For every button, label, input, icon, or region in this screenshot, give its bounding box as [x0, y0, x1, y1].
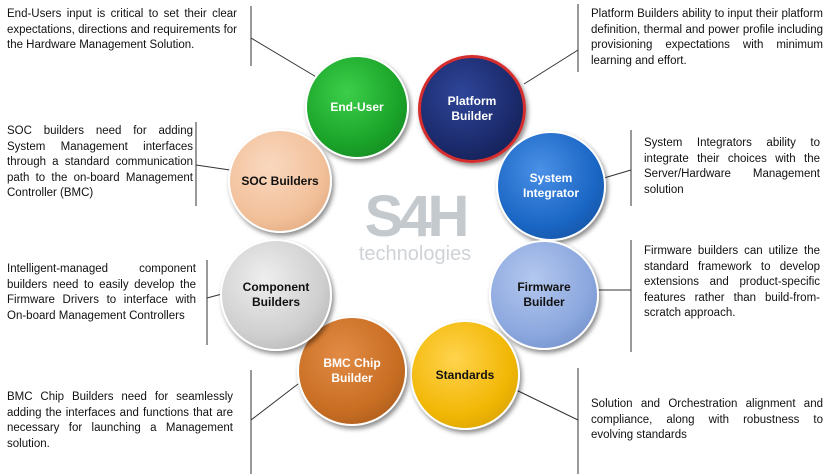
platform-builder-description: Platform Builders ability to input their…: [591, 8, 823, 67]
connector-integrator: [603, 169, 632, 179]
connector-bmc: [250, 383, 299, 421]
system-integrator-description: System Integrators ability to integrate …: [644, 137, 820, 196]
logo-subtitle: technologies: [358, 243, 472, 265]
connector-platform: [523, 49, 579, 85]
standards-description: Solution and Orchestration alignment and…: [591, 398, 823, 441]
soc-builders-description: SOC builders need for adding System Mana…: [7, 125, 193, 199]
node-component-builders-label: Component Builders: [242, 280, 310, 309]
logo-mark: S4H: [364, 184, 470, 249]
node-end-user-label: End-User: [330, 99, 384, 114]
s4h-logo: S4H technologies: [340, 185, 490, 280]
connector-component: [206, 293, 223, 299]
connector-standards: [511, 387, 579, 421]
node-platform-builder-label: Platform Builder: [447, 94, 497, 123]
node-end-user: End-User: [305, 55, 409, 159]
node-standards: Standards: [410, 320, 520, 430]
node-firmware-builder: Firmware Builder: [489, 240, 599, 350]
connector-soc: [195, 164, 231, 171]
connector-end-user: [250, 37, 319, 79]
node-firmware-builder-label: Firmware Builder: [517, 280, 571, 309]
end-user-description: End-Users input is critical to set their…: [7, 8, 237, 51]
firmware-builder-description: Firmware builders can utilize the standa…: [644, 245, 820, 319]
node-system-integrator-label: System Integrator: [522, 171, 579, 200]
bmc-chip-builder-description: BMC Chip Builders need for seamlessly ad…: [7, 391, 233, 450]
node-platform-builder: Platform Builder: [418, 55, 526, 163]
node-component-builders: Component Builders: [220, 239, 332, 351]
node-soc-builders: SOC Builders: [228, 129, 332, 233]
node-system-integrator: System Integrator: [496, 131, 606, 241]
node-standards-label: Standards: [435, 367, 495, 382]
node-bmc-chip-builder-label: BMC Chip Builder: [323, 356, 381, 385]
node-soc-builders-label: SOC Builders: [241, 173, 319, 188]
component-builders-description: Intelligent-managed component builders n…: [7, 263, 196, 322]
